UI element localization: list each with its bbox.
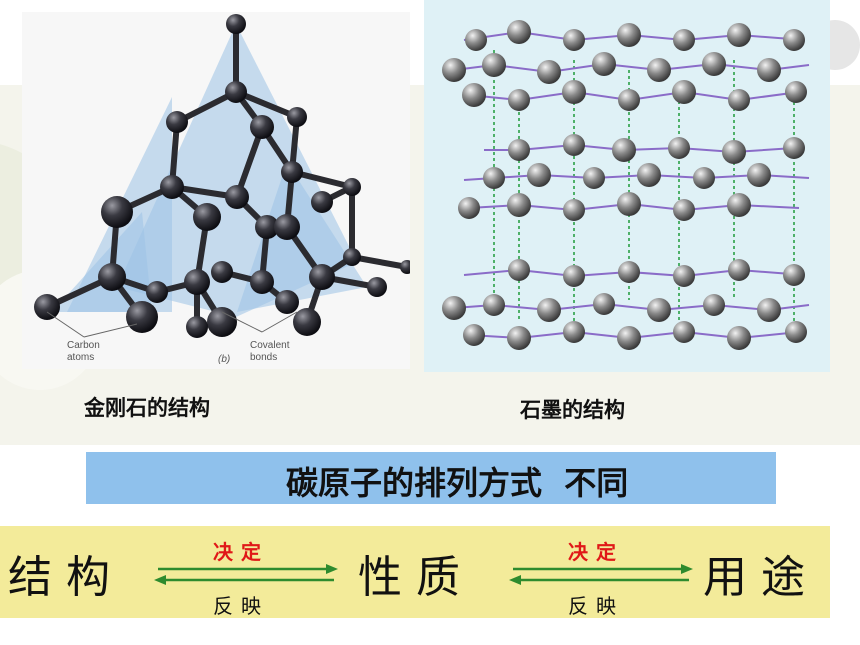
carbon-atoms-label-line1: Carbon: [67, 340, 100, 351]
use-word: 用途: [703, 552, 819, 603]
decide-label-2: 决定: [568, 540, 624, 564]
property-word: 性质: [358, 552, 474, 603]
panel-letter-label: (b): [218, 354, 230, 365]
forward-arrow-2: [513, 564, 693, 574]
carbon-atoms-label-line2: atoms: [67, 352, 94, 363]
banner-text: 碳原子的排列方式 不同: [286, 464, 629, 502]
covalent-bonds-label-line1: Covalent: [250, 340, 290, 351]
structure-word: 结构: [8, 552, 124, 603]
diamond-caption: 金刚石的结构: [84, 396, 210, 420]
reflect-label-1: 反映: [213, 594, 269, 618]
reflect-label-2: 反映: [568, 594, 624, 618]
graphite-structure-image: [424, 0, 830, 372]
covalent-bonds-label-line2: bonds: [250, 352, 277, 363]
diamond-structure-image: Carbon atoms (b) Covalent bonds: [22, 12, 410, 369]
backward-arrow-1: [154, 575, 334, 585]
forward-arrow-1: [158, 564, 338, 574]
arrangement-banner: 碳原子的排列方式 不同: [86, 452, 776, 504]
backward-arrow-2: [509, 575, 689, 585]
decide-label-1: 决定: [213, 540, 269, 564]
relation-band: [0, 526, 830, 618]
graphite-caption: 石墨的结构: [520, 398, 625, 422]
